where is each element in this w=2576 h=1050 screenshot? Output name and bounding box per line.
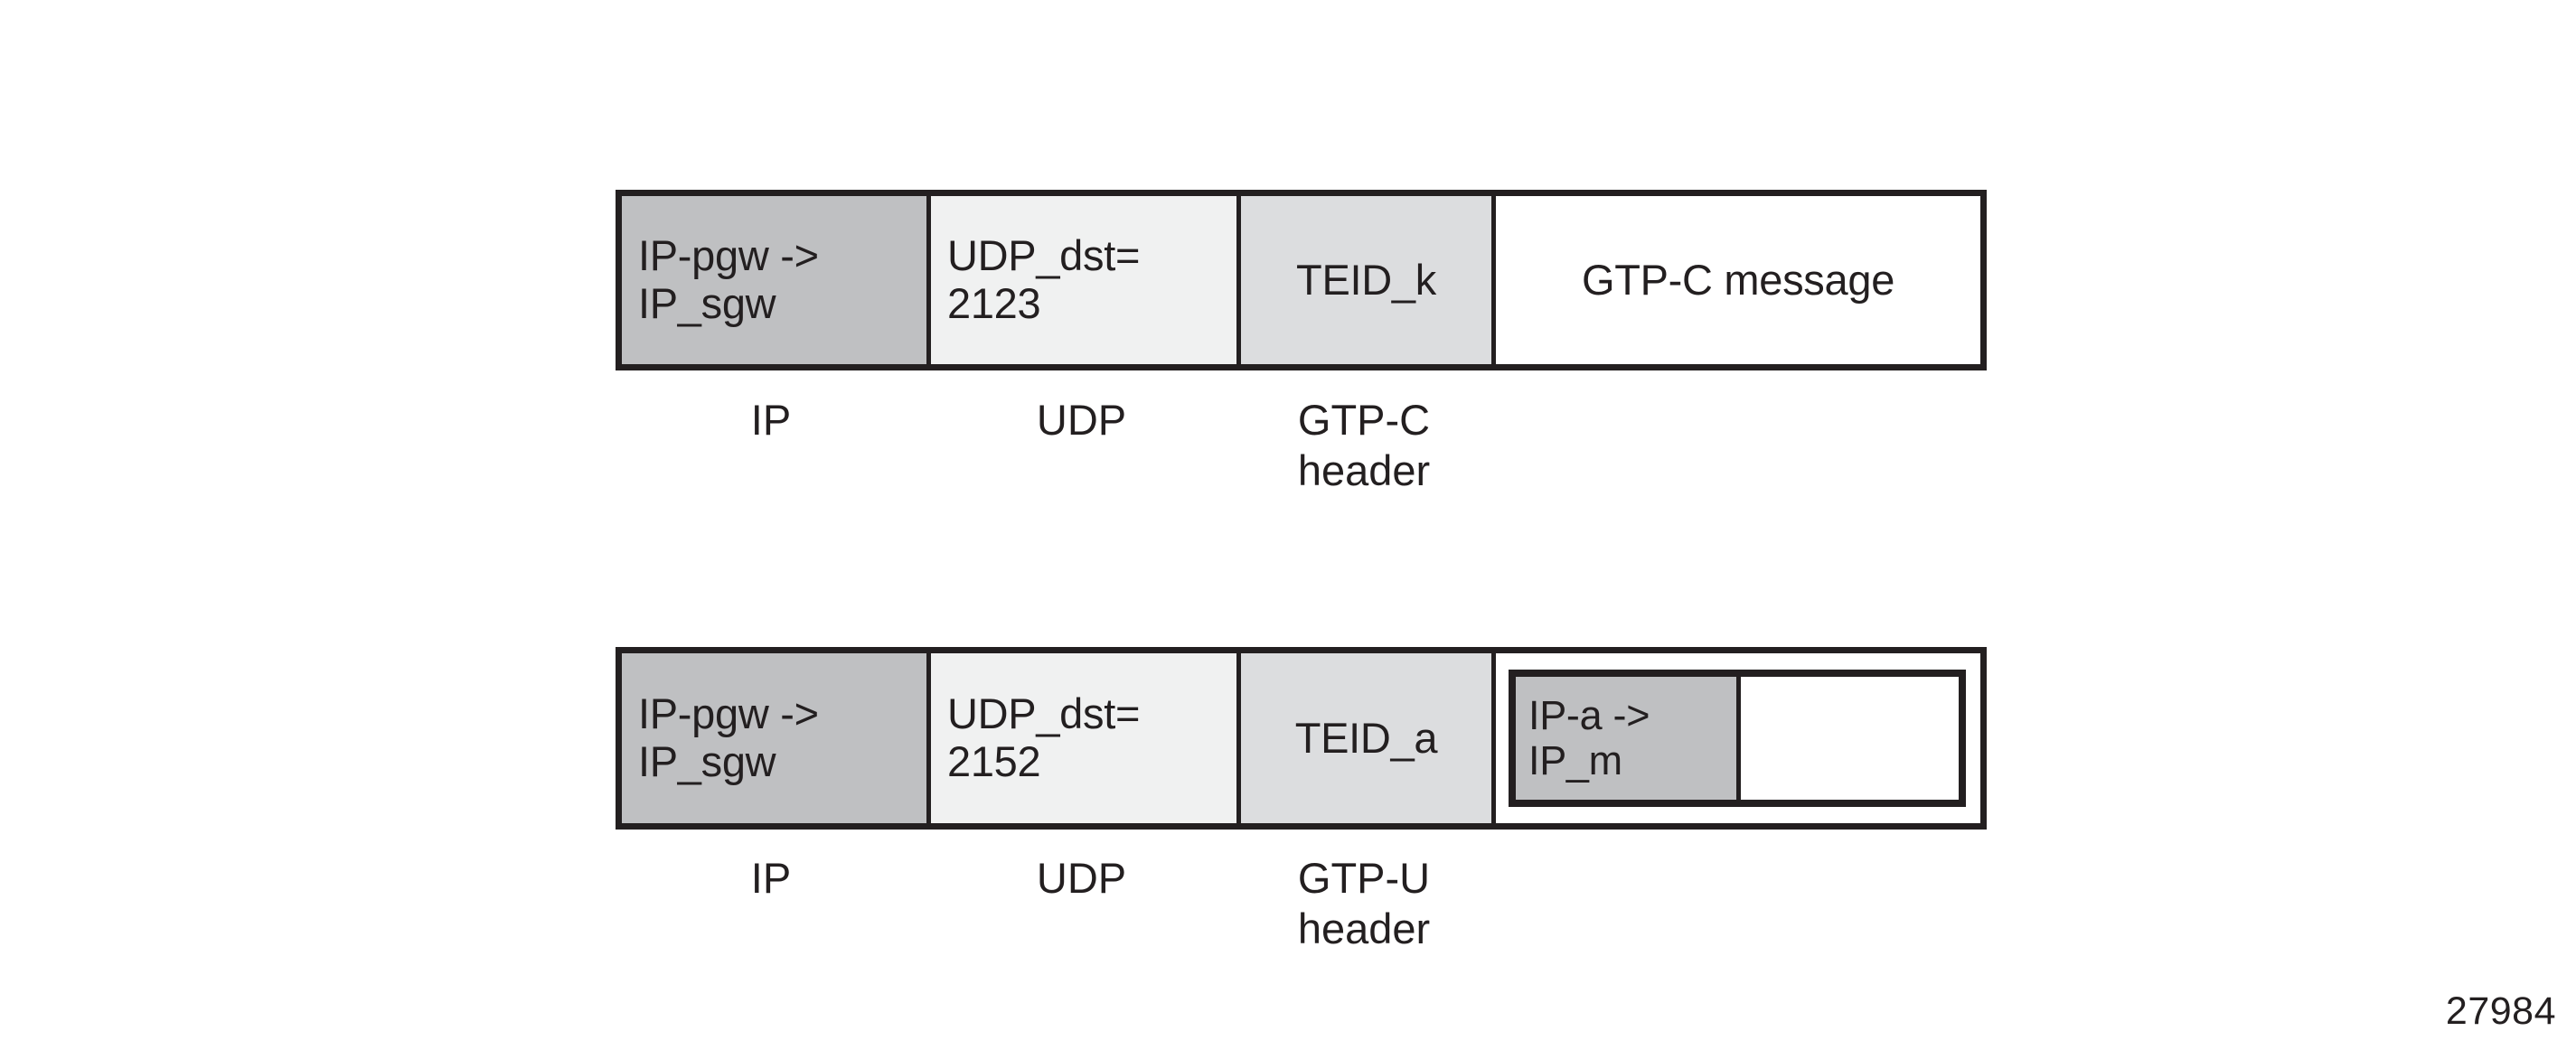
row2-ip-header-text: IP-pgw -> IP_sgw xyxy=(638,689,819,785)
row2-udp-header-text: UDP_dst= 2152 xyxy=(947,689,1141,785)
row1-gtp-teid-cell: TEID_k xyxy=(1236,196,1491,364)
row2-ip-header-cell: IP-pgw -> IP_sgw xyxy=(622,653,926,823)
inner-ip-header-cell: IP-a -> IP_m xyxy=(1516,677,1736,800)
row1-gtp-c-message-cell: GTP-C message xyxy=(1491,196,1980,364)
inner-payload-cell xyxy=(1736,677,1959,800)
row1-gtp-c-message-text: GTP-C message xyxy=(1581,255,1895,304)
row2-gtp-teid-text: TEID_a xyxy=(1294,713,1438,762)
gtp-u-packet-bar: IP-pgw -> IP_sgw UDP_dst= 2152 TEID_a IP… xyxy=(616,647,1987,830)
gtp-c-packet-bar: IP-pgw -> IP_sgw UDP_dst= 2123 TEID_k GT… xyxy=(616,190,1987,370)
row1-gtp-teid-text: TEID_k xyxy=(1296,255,1436,304)
row1-label-ip: IP xyxy=(750,396,792,444)
row2-label-udp: UDP xyxy=(1036,854,1127,902)
row1-udp-header-cell: UDP_dst= 2123 xyxy=(926,196,1236,364)
row1-ip-header-cell: IP-pgw -> IP_sgw xyxy=(622,196,926,364)
row1-ip-header-text: IP-pgw -> IP_sgw xyxy=(638,231,819,327)
row1-label-gtp-c-header: GTP-C header xyxy=(1297,396,1431,495)
row2-gtp-teid-cell: TEID_a xyxy=(1236,653,1491,823)
figure-number: 27984 xyxy=(2445,989,2556,1033)
inner-ip-packet: IP-a -> IP_m xyxy=(1509,670,1966,807)
row2-udp-header-cell: UDP_dst= 2152 xyxy=(926,653,1236,823)
row2-label-ip: IP xyxy=(750,854,792,902)
row2-label-gtp-u-header: GTP-U header xyxy=(1297,854,1431,953)
row2-gtp-u-payload-cell: IP-a -> IP_m xyxy=(1491,653,1980,823)
inner-ip-header-text: IP-a -> IP_m xyxy=(1528,691,1650,783)
row1-udp-header-text: UDP_dst= 2123 xyxy=(947,231,1141,327)
row1-label-udp: UDP xyxy=(1036,396,1127,444)
